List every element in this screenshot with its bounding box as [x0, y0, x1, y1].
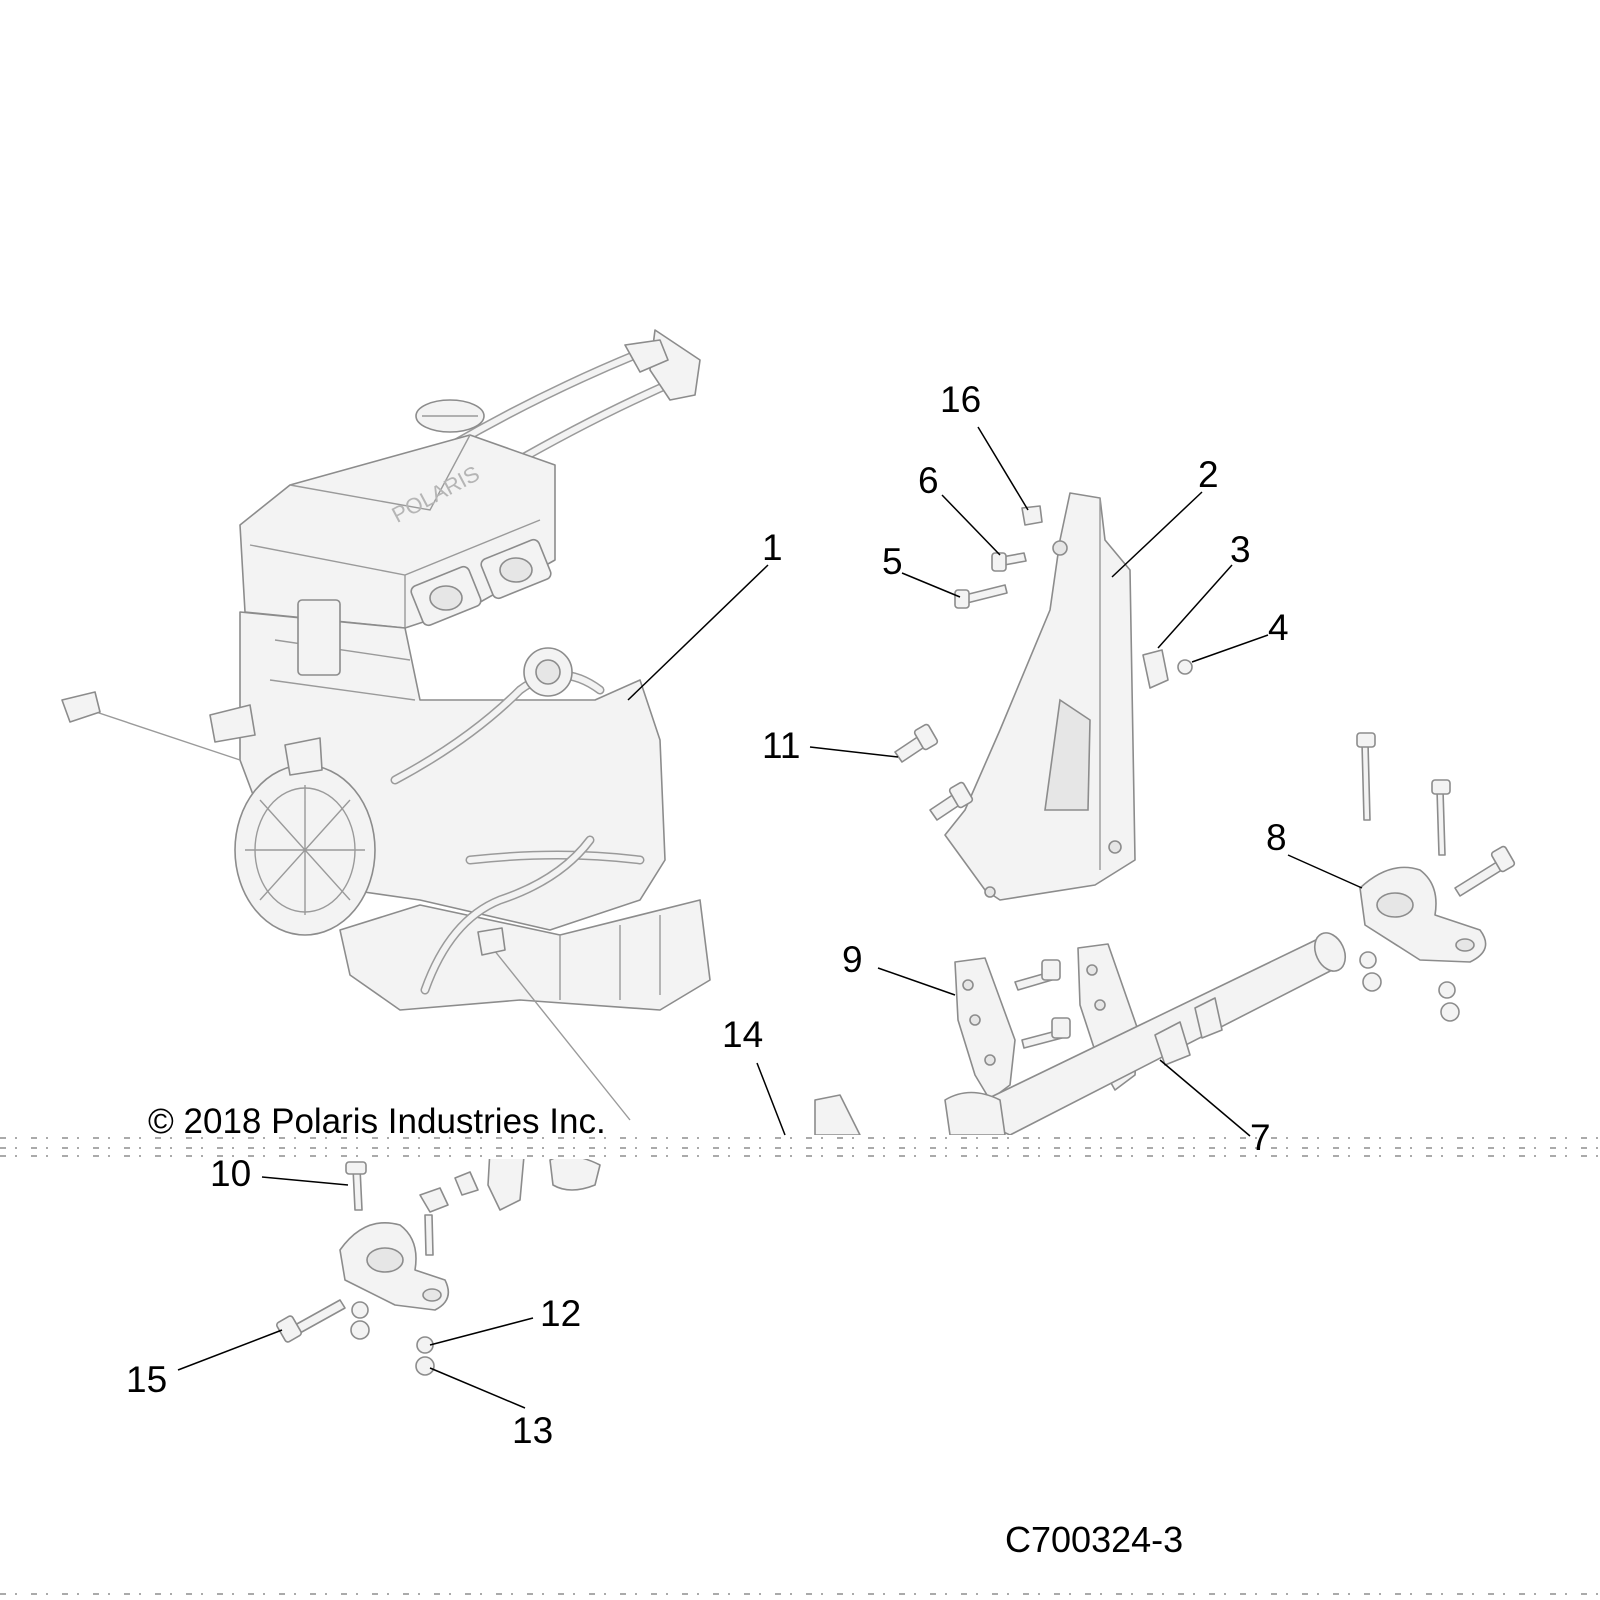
callout-12: 12: [540, 1293, 581, 1334]
callout-8: 8: [1266, 817, 1287, 858]
callout-4: 4: [1268, 607, 1289, 648]
engine-mount-left: [276, 1144, 601, 1376]
copyright-notice: © 2018 Polaris Industries Inc.: [148, 1102, 606, 1141]
callout-15: 15: [126, 1359, 167, 1400]
nut-16: [1021, 505, 1043, 526]
callout-16: 16: [940, 379, 981, 420]
callout-10: 10: [210, 1153, 251, 1194]
engine-mount-right: [1356, 732, 1516, 1022]
callout-6: 6: [918, 460, 939, 501]
callout-2: 2: [1198, 454, 1219, 495]
engine-bracket-14: [814, 1094, 861, 1136]
engine-mount-bracket-front: [944, 492, 1136, 901]
engine-mount-cross-tube: [944, 932, 1347, 1136]
engine-assembly: POLARIS: [61, 329, 711, 1121]
callout-3: 3: [1230, 529, 1251, 570]
drawing-id: C700324-3: [1005, 1519, 1183, 1560]
callout-5: 5: [882, 541, 903, 582]
callout-11: 11: [762, 725, 800, 766]
bolt-11: [894, 723, 974, 821]
bolt-6: [991, 552, 1027, 572]
callout-7: 7: [1250, 1117, 1271, 1158]
callout-13: 13: [512, 1410, 553, 1451]
nut-small: [1177, 659, 1193, 675]
callout-labels: 1 2 3 4 5 6 7 8 9 10 11 12 13 14 15 16: [126, 379, 1289, 1451]
scan-artifact-band: [0, 1135, 1600, 1595]
callout-14: 14: [722, 1014, 763, 1055]
hose-clip: [1142, 649, 1169, 689]
leader-lines: [177, 426, 1363, 1409]
bolt-5: [954, 584, 1008, 609]
callout-9: 9: [842, 939, 863, 980]
callout-1: 1: [762, 527, 783, 568]
